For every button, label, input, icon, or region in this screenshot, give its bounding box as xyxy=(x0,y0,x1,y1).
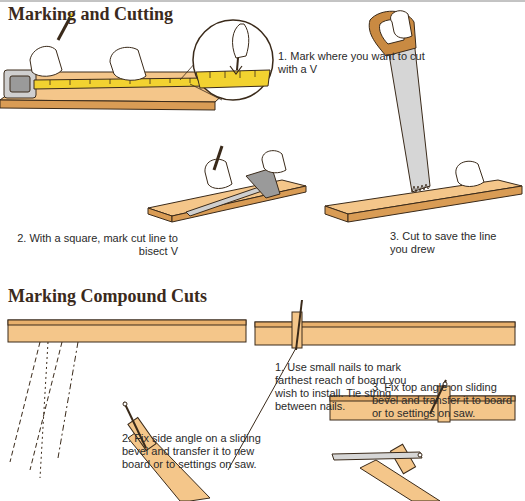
section-heading: Marking Compound Cuts xyxy=(8,286,207,306)
section-heading: Marking and Cutting xyxy=(8,4,173,24)
square-scene xyxy=(148,146,306,222)
saw-scene xyxy=(325,11,522,222)
step-caption: 3. Fix top angle on sliding bevel and tr… xyxy=(372,381,524,420)
measuring-scene xyxy=(0,14,273,110)
top-bevel-scene xyxy=(332,444,440,501)
step-caption: 1. Mark where you want to cut with a V xyxy=(278,50,428,76)
top-rule xyxy=(0,1,525,2)
step-caption: 3. Cut to save the line you drew xyxy=(390,230,510,256)
step-caption: 2. Fix side angle on a sliding bevel and… xyxy=(122,432,272,471)
step-caption: 2. With a square, mark cut line to bisec… xyxy=(16,232,178,258)
